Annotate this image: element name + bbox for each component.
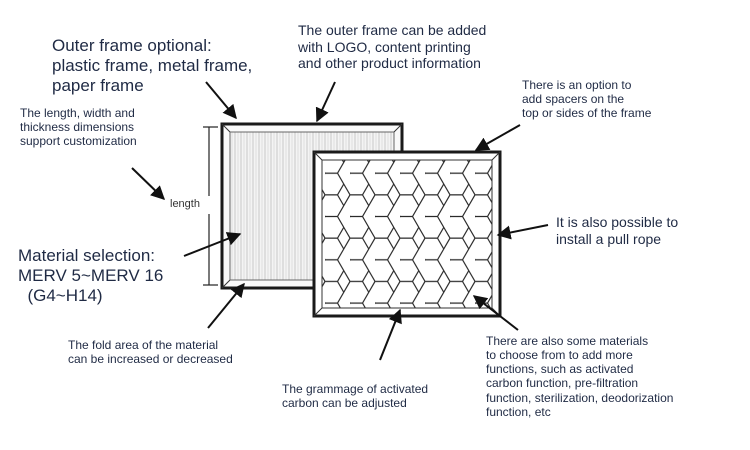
arrow-dimensions [131,167,166,200]
annotation-arrows [131,81,549,361]
label-pull-rope: It is also possible to install a pull ro… [556,214,679,247]
label-outer-frame-optional: Outer frame optional: plastic frame, met… [52,36,253,96]
arrow-outer-frame [205,81,237,120]
arrow-pull-rope [496,224,549,240]
label-more-materials: There are also some materials to choose … [486,334,674,419]
arrow-grammage [379,308,402,361]
label-grammage: The grammage of activated carbon can be … [282,382,429,411]
label-outer-frame-logo: The outer frame can be added with LOGO, … [298,22,487,72]
label-length: length [170,198,200,210]
arrow-spacers [474,124,521,151]
label-dimensions: The length, width and thickness dimensio… [20,106,137,149]
arrow-fold-area [207,282,245,329]
arrow-more-materials [472,295,519,331]
length-dimension-bracket [203,126,218,286]
arrow-logo [315,81,336,123]
honeycomb-filter-panel [312,150,502,318]
label-fold-area: The fold area of the material can be inc… [68,338,233,367]
label-material-selection: Material selection: MERV 5~MERV 16 (G4~H… [18,246,164,306]
label-spacers: There is an option to add spacers on the… [522,78,652,121]
arrow-material [183,232,242,257]
